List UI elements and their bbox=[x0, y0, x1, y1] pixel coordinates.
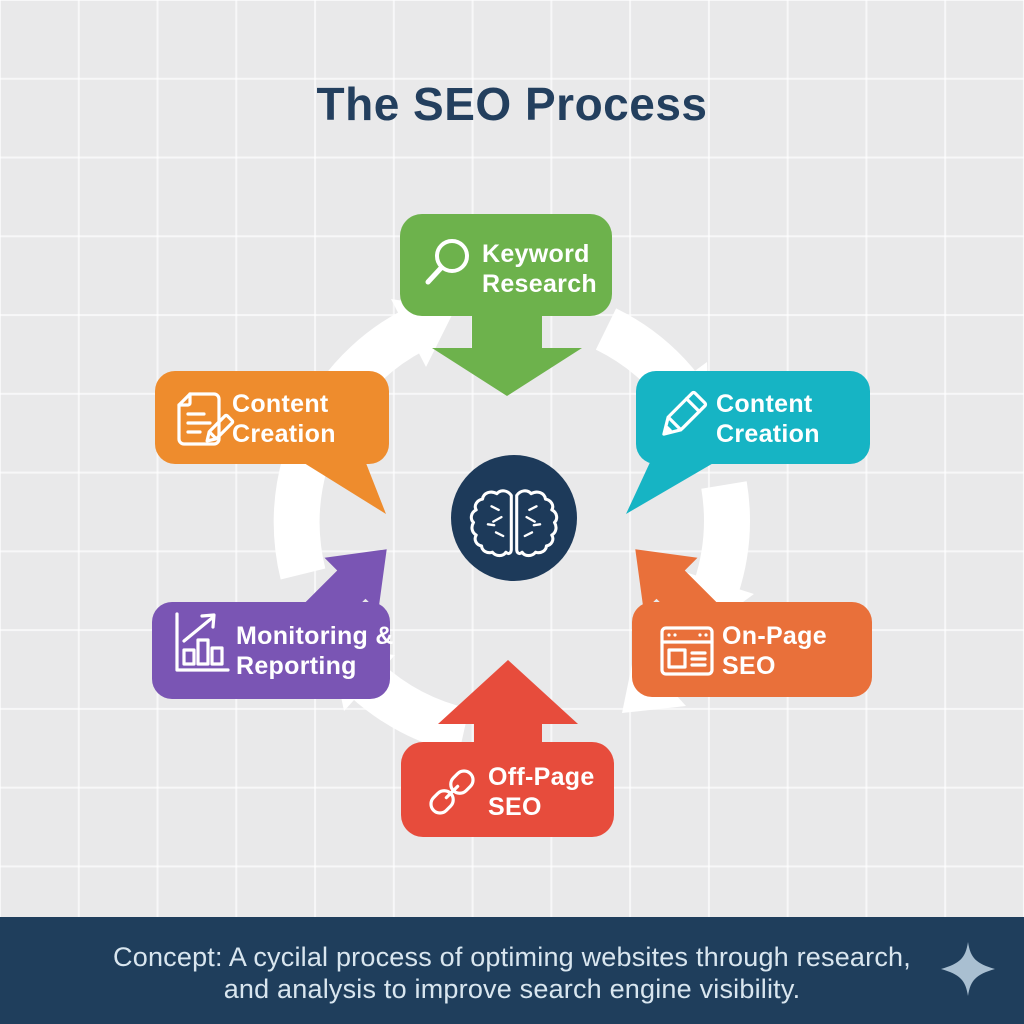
down-arrow bbox=[432, 314, 582, 396]
step-on-page-seo: On-Page SEO bbox=[632, 549, 872, 697]
step-monitoring-reporting: Monitoring & Reporting bbox=[152, 549, 394, 699]
step-keyword-research: Keyword Research bbox=[400, 214, 612, 396]
step-label-line2: Reporting bbox=[236, 652, 357, 680]
brain-icon bbox=[469, 489, 559, 558]
step-label-line1: Keyword bbox=[482, 240, 590, 268]
step-content-creation-right: Content Creation bbox=[626, 371, 870, 514]
browser-window-icon bbox=[660, 626, 714, 676]
step-label-line2: SEO bbox=[722, 652, 776, 680]
page-title: The SEO Process bbox=[316, 78, 708, 130]
step-label-line2: SEO bbox=[488, 793, 542, 821]
pencil-icon bbox=[662, 390, 708, 436]
step-off-page-seo: Off-Page SEO bbox=[401, 660, 614, 837]
step-label-line2: Research bbox=[482, 270, 597, 298]
footer-bar: Concept: A cycilal process of optiming w… bbox=[0, 917, 1024, 1024]
center-hub bbox=[451, 455, 577, 581]
step-box bbox=[401, 742, 614, 837]
step-label-line1: Off-Page bbox=[488, 763, 595, 791]
step-label-line1: Content bbox=[232, 390, 329, 418]
footer-caption: Concept: A cycilal process of optiming w… bbox=[0, 941, 1024, 1005]
step-content-creation-left: Content Creation bbox=[155, 371, 389, 514]
cycle-arrow-segment bbox=[694, 481, 750, 596]
sparkle-icon bbox=[941, 942, 995, 996]
step-label-line2: Creation bbox=[232, 420, 336, 448]
step-label-line1: Monitoring & bbox=[236, 622, 394, 650]
magnifier-icon bbox=[425, 239, 469, 285]
footer-caption-line1: Concept: A cycilal process of optiming w… bbox=[113, 942, 911, 972]
step-label-line2: Creation bbox=[716, 420, 820, 448]
step-label-line1: On-Page bbox=[722, 622, 827, 650]
link-icon bbox=[429, 769, 475, 815]
document-pencil-icon bbox=[177, 392, 235, 446]
bar-chart-icon bbox=[175, 612, 230, 672]
up-arrow bbox=[438, 660, 578, 744]
bubble-tail bbox=[296, 458, 386, 514]
footer-caption-line2: and analysis to improve search engine vi… bbox=[223, 974, 801, 1004]
step-label-line1: Content bbox=[716, 390, 813, 418]
cycle-arrow-segment bbox=[273, 456, 328, 580]
bubble-tail bbox=[626, 458, 722, 514]
